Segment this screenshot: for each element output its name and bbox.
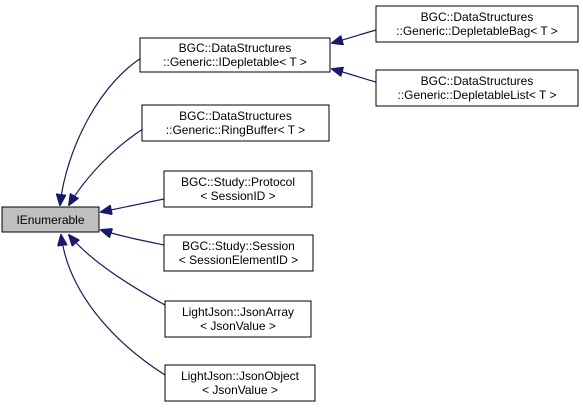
node-label-line: ::Generic::IDepletable< T >: [163, 55, 307, 69]
nodes-layer: IEnumerable BGC::DataStructures ::Generi…: [1, 5, 579, 402]
node-label-line: ::Generic::RingBuffer< T >: [166, 123, 305, 137]
node-label-line: < JsonValue >: [200, 319, 276, 333]
edge-jsonobject-to-ienumerable: [61, 235, 166, 376]
edge-ringbuffer-to-ienumerable: [69, 123, 152, 205]
node-ringbuffer[interactable]: BGC::DataStructures ::Generic::RingBuffe…: [141, 104, 330, 142]
node-label-line: BGC::DataStructures: [179, 41, 292, 55]
node-label-line: ::Generic::DepletableBag< T >: [396, 24, 558, 38]
edges-layer: [60, 29, 377, 376]
edge-session-to-ienumerable: [101, 230, 165, 246]
node-label-line: BGC::Study::Session: [182, 239, 295, 253]
node-label-line: LightJson::JsonArray: [182, 305, 294, 319]
node-depletablebag[interactable]: BGC::DataStructures ::Generic::Depletabl…: [375, 5, 579, 43]
node-label-line: BGC::DataStructures: [179, 109, 292, 123]
edge-depletablebag-to-idepletable: [332, 29, 377, 43]
node-depletablelist[interactable]: BGC::DataStructures ::Generic::Depletabl…: [375, 69, 579, 107]
node-label-line: < SessionID >: [200, 189, 275, 203]
node-protocol[interactable]: BGC::Study::Protocol < SessionID >: [163, 170, 313, 208]
node-label-line: BGC::Study::Protocol: [181, 175, 295, 189]
node-session[interactable]: BGC::Study::Session < SessionElementID >: [163, 234, 314, 272]
node-label-line: ::Generic::DepletableList< T >: [398, 88, 557, 102]
node-jsonarray[interactable]: LightJson::JsonArray < JsonValue >: [164, 300, 312, 338]
node-jsonobject[interactable]: LightJson::JsonObject < JsonValue >: [164, 364, 316, 402]
node-label-line: < JsonValue >: [202, 383, 278, 397]
node-idepletable[interactable]: BGC::DataStructures ::Generic::IDepletab…: [139, 37, 331, 73]
edge-idepletable-to-ienumerable: [60, 53, 149, 205]
node-label-line: < SessionElementID >: [179, 253, 298, 267]
edge-protocol-to-ienumerable: [101, 198, 165, 212]
node-label-line: IEnumerable: [16, 213, 84, 227]
edge-jsonarray-to-ienumerable: [69, 235, 166, 306]
node-label-line: BGC::DataStructures: [421, 74, 534, 88]
node-label-line: BGC::DataStructures: [421, 10, 534, 24]
node-ienumerable[interactable]: IEnumerable: [1, 206, 100, 233]
edge-depletablelist-to-idepletable: [332, 69, 377, 83]
node-label-line: LightJson::JsonObject: [181, 369, 300, 383]
